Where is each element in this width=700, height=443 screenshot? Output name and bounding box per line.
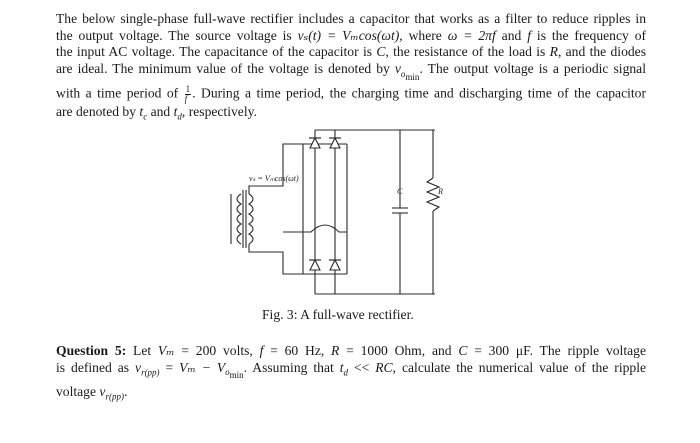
transformer-secondary-coil (247, 193, 254, 245)
wire-crossing (283, 224, 347, 233)
problem-intro: The below single-phase full-wave rectifi… (56, 11, 646, 125)
diode-bottom-right (329, 258, 341, 271)
subscript: r(pp) (141, 367, 160, 378)
diode-top-right (329, 136, 341, 149)
text: << (348, 359, 376, 375)
text: . Assuming that (243, 359, 340, 375)
td-symbol: t (173, 103, 178, 119)
text: and (147, 103, 174, 119)
tc-symbol: t (139, 103, 144, 119)
text: , respectively. (181, 103, 257, 119)
subscript: o (225, 367, 230, 378)
text: = 1000 Ohm, and (339, 343, 459, 358)
text: . The output voltage is a periodic signa… (419, 60, 646, 76)
rectifier-circuit-figure: vₛ = Vₘcos(ωt) C R (195, 124, 445, 300)
question-label: Question 5: (56, 343, 127, 358)
subscript: o (400, 68, 406, 79)
text: Let (126, 343, 158, 358)
c-symbol: C (458, 343, 468, 358)
text: voltage (56, 383, 100, 399)
intro-line-1: The below single-phase full-wave rectifi… (56, 11, 646, 26)
intro-line-6: are denoted by tc and td, respectively. (56, 104, 646, 125)
diode-top-left (309, 136, 321, 149)
vm-minus-vomin: Vₘ − V (179, 359, 226, 375)
subscript: r(pp) (105, 391, 124, 402)
intro-line-4: are ideal. The minimum value of the volt… (56, 61, 646, 85)
diode-bottom-left (309, 258, 321, 271)
fraction-numerator: 1 (184, 83, 192, 95)
vrpp-symbol: v (99, 383, 106, 399)
transformer-primary-coil (236, 193, 243, 245)
question-line-3: voltage vr(pp). (56, 384, 646, 405)
text: is the frequency of (531, 27, 647, 43)
c-symbol: C (376, 44, 386, 60)
resistor-zigzag (425, 177, 441, 212)
r-symbol: R (331, 343, 340, 358)
text: . During a time period, the charging tim… (192, 85, 646, 101)
f-symbol: f (527, 27, 531, 43)
capacitor-label: C (397, 187, 403, 196)
text: the output voltage. The source voltage i… (56, 27, 298, 43)
text: , and the diodes (557, 44, 647, 60)
source-voltage-label: vₛ = Vₘcos(ωt) (249, 174, 299, 183)
text: = 60 Hz, (263, 343, 332, 358)
text: is defined as (56, 359, 136, 375)
resistor-label: R (437, 187, 443, 196)
rectifier-circuit-diagram: vₛ = Vₘcos(ωt) C R (230, 129, 443, 295)
intro-line-3: the input AC voltage. The capacitance of… (56, 44, 646, 61)
text: , where (399, 27, 448, 43)
text: , calculate the numerical value of the r… (392, 359, 647, 375)
text: are denoted by (56, 103, 140, 119)
source-voltage-expr: vₛ(t) = Vₘcos(ωt) (297, 27, 400, 43)
text: = 300 μF. The ripple voltage (467, 343, 646, 358)
text: = 200 volts, (174, 343, 260, 358)
vm-symbol: Vₘ (157, 343, 175, 358)
subscript: min (229, 370, 244, 381)
text: with a time period of (56, 85, 184, 101)
f-symbol: f (259, 343, 264, 358)
subscript: d (343, 367, 349, 378)
rc-symbol: RC (375, 359, 393, 375)
subscript: min (405, 71, 420, 82)
vomin-symbol: v (394, 60, 401, 76)
text: and (495, 27, 528, 43)
text: = (159, 359, 180, 375)
subscript: c (143, 111, 148, 122)
text: . (123, 383, 128, 399)
subscript: d (177, 111, 182, 122)
question-line-2: is defined as vr(pp) = Vₘ − Vomin. Assum… (56, 360, 646, 384)
intro-line-2: the output voltage. The source voltage i… (56, 28, 646, 45)
figure-caption: Fig. 3: A full-wave rectifier. (262, 307, 414, 322)
text: the input AC voltage. The capacitance of… (56, 44, 377, 60)
text: , the resistance of the load is (385, 44, 550, 60)
fraction-denominator: f (184, 93, 188, 104)
vrpp-symbol: v (135, 359, 142, 375)
omega-expr: ω = 2πf (447, 27, 496, 43)
question-line-1: Question 5: Let Vₘ = 200 volts, f = 60 H… (56, 343, 646, 360)
td-symbol: t (339, 359, 344, 375)
question-block: Question 5: Let Vₘ = 200 volts, f = 60 H… (56, 343, 646, 405)
r-symbol: R (549, 44, 558, 60)
text: are ideal. The minimum value of the volt… (56, 60, 395, 76)
